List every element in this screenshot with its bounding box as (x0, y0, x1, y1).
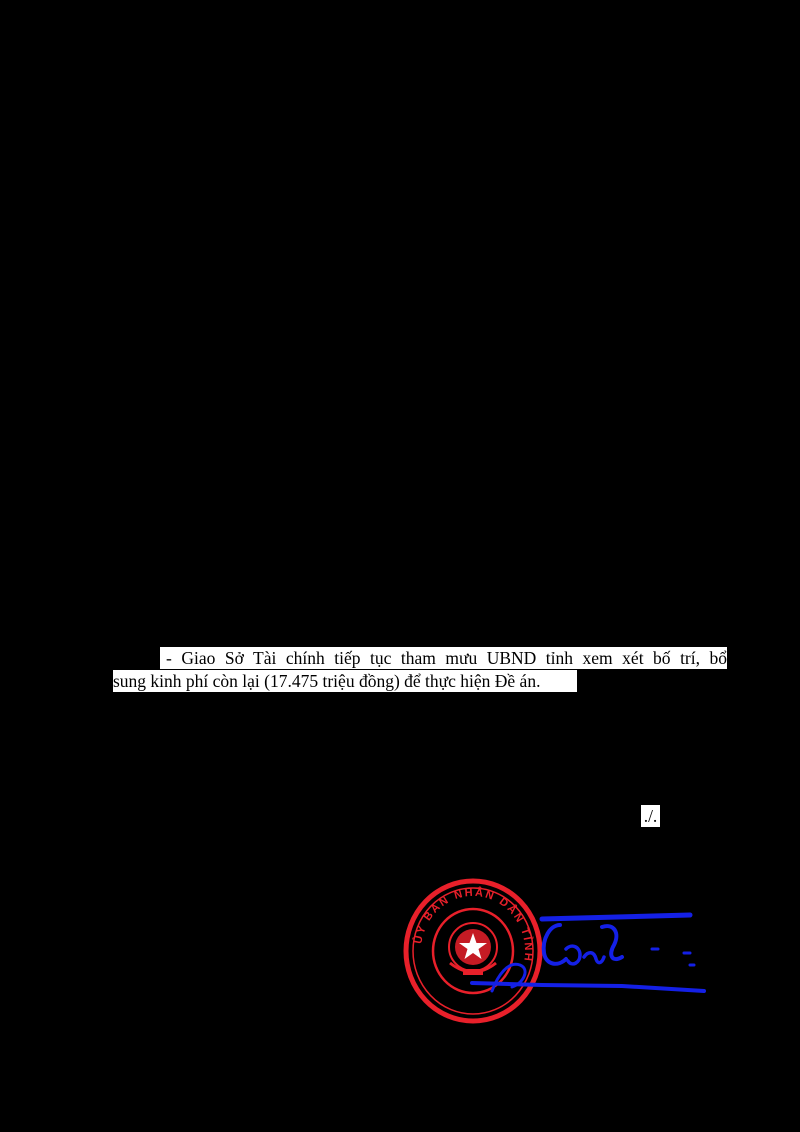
paragraph-line-1: - Giao Sở Tài chính tiếp tục tham mưu UB… (160, 647, 727, 669)
signature (470, 912, 706, 993)
official-seal: ỦY BAN NHÂN DÂN TỈNH (403, 878, 543, 1024)
closing-mark: ./. (641, 805, 660, 827)
emblem-icon (448, 922, 498, 975)
paragraph-line-2: sung kinh phí còn lại (17.475 triệu đồng… (113, 670, 577, 692)
